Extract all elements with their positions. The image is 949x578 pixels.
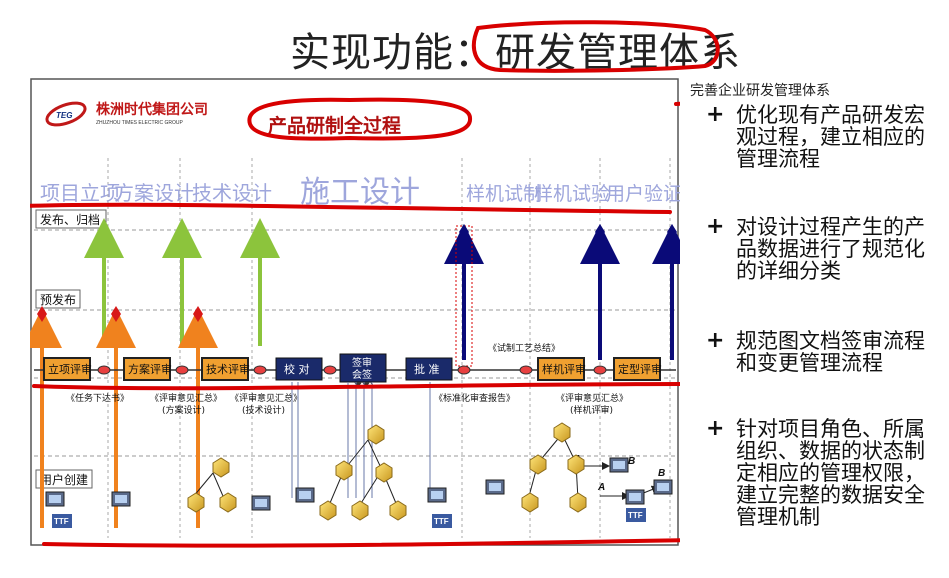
box-countersign-2: 会签 — [352, 368, 372, 381]
letter-b-2: B — [658, 468, 665, 479]
phase-scheme-design: 方案设计 — [114, 181, 194, 205]
bullet-text-3: 规范图文档签审流程和变更管理流程 — [736, 329, 925, 375]
title-area: 实现功能：研发管理体系 — [0, 8, 949, 76]
doc-standardization-report: 《标准化审查报告》 — [434, 392, 515, 404]
doc-review-summary-1: 《评审意见汇总》 — [150, 392, 222, 404]
plus-icon: + — [706, 328, 725, 353]
doc-review-summary-2-sub: (技术设计) — [242, 404, 285, 416]
doc-task-order: 《任务下达书》 — [66, 392, 129, 404]
plus-icon: + — [706, 102, 725, 127]
box-prototype-review: 样机评审 — [542, 362, 586, 376]
plus-icon: + — [706, 214, 725, 239]
doc-trial-process-summary: 《试制工艺总结》 — [488, 342, 560, 354]
doc-review-summary-3-sub: (样机评审) — [570, 404, 613, 416]
sidebar-heading: 完善企业研发管理体系 — [690, 83, 830, 99]
computer-icons — [45, 457, 673, 511]
title-annotation — [471, 20, 720, 73]
phase-project-init: 项目立项 — [40, 181, 120, 205]
box-scheme-review: 方案评审 — [128, 362, 172, 376]
phase-construction-design: 施工设计 — [300, 175, 420, 210]
bullet-2: + 对设计过程产生的产品数据进行了规范化的详细分类 — [706, 214, 938, 283]
plus-icon: + — [706, 416, 725, 441]
bullet-text-2: 对设计过程产生的产品数据进行了规范化的详细分类 — [736, 215, 925, 283]
lane-pre-release: 预发布 — [40, 292, 76, 307]
bullet-text-1: 优化现有产品研发宏观过程，建立相应的管理流程 — [736, 103, 925, 171]
process-diagram: TEG 株洲时代集团公司 ZHUZHOU TIMES ELECTRIC GROU… — [20, 78, 852, 548]
bullet-text-4: 针对项目角色、所属组织、数据的状态制定相应的管理权限，建立完整的数据安全管理机制 — [736, 417, 925, 529]
phase-prototype-test: 样机试验 — [534, 183, 610, 205]
doc-review-summary-2: 《评审意见汇总》 — [230, 392, 302, 404]
box-tech-review: 技术评审 — [206, 362, 250, 376]
red-annotations — [20, 97, 852, 548]
title-prefix: 实现功能： — [290, 30, 495, 76]
company-logo: TEG 株洲时代集团公司 ZHUZHOU TIMES ELECTRIC GROU… — [45, 101, 208, 127]
part-icons — [187, 422, 587, 521]
lane-user-create: 用户创建 — [40, 472, 88, 487]
phase-prototype-build: 样机试制 — [466, 183, 542, 205]
bullet-3: + 规范图文档签审流程和变更管理流程 — [706, 328, 938, 375]
doc-review-summary-1-sub: (方案设计) — [162, 404, 205, 416]
logo-mark: TEG — [56, 111, 72, 120]
bullet-4: + 针对项目角色、所属组织、数据的状态制定相应的管理权限，建立完整的数据安全管理机… — [706, 416, 938, 529]
box-final-review: 定型评审 — [618, 362, 662, 376]
box-proofread: 校 对 — [284, 362, 310, 376]
box-project-review: 立项评审 — [48, 362, 92, 376]
file-ttf-3: TTF — [628, 511, 643, 520]
box-approve: 批 准 — [414, 362, 440, 376]
logo-name-en: ZHUZHOU TIMES ELECTRIC GROUP — [96, 120, 184, 126]
phase-user-verify: 用户验证 — [606, 183, 680, 205]
bullet-1: + 优化现有产品研发宏观过程，建立相应的管理流程 — [706, 102, 938, 171]
file-ttf-2: TTF — [434, 517, 449, 526]
letter-a-2: A — [597, 482, 605, 493]
diagram-heading: 产品研制全过程 — [268, 114, 401, 137]
page-title: 实现功能：研发管理体系 — [290, 20, 741, 78]
lane-release-archive: 发布、归档 — [40, 212, 100, 227]
doc-review-summary-3: 《评审意见汇总》 — [556, 392, 628, 404]
logo-name: 株洲时代集团公司 — [96, 101, 208, 118]
file-ttf-1: TTF — [54, 517, 69, 526]
phase-tech-design: 技术设计 — [192, 181, 272, 205]
letter-b-1: B — [628, 456, 635, 467]
box-countersign-1: 签审 — [352, 356, 372, 369]
